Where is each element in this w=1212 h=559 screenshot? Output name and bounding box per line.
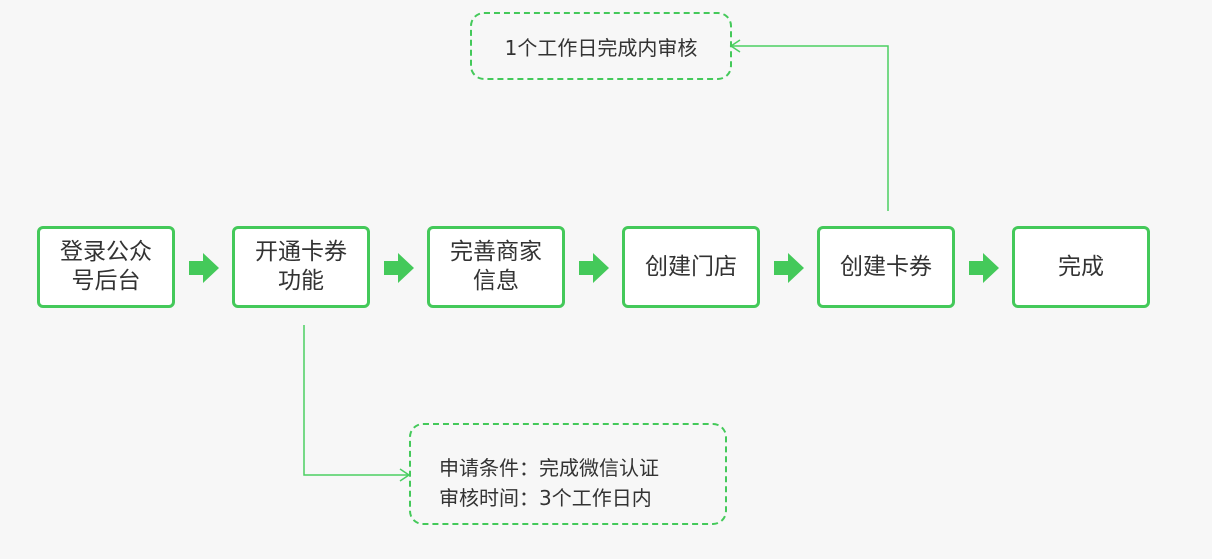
arrow-right-icon <box>969 253 999 283</box>
step-label: 完成 <box>1058 253 1104 280</box>
arrow-right-icon <box>384 253 414 283</box>
step-create-card-coupon: 创建卡券 <box>817 226 955 308</box>
step-label: 开通卡券功能 <box>255 239 347 294</box>
connector-to-review-note <box>732 45 889 211</box>
review-time-text: 1个工作日完成内审核 <box>504 35 698 60</box>
step-login-backend: 登录公众号后台 <box>37 226 175 308</box>
application-condition-text: 申请条件：完成微信认证 <box>439 456 659 480</box>
step-create-store: 创建门店 <box>622 226 760 308</box>
application-condition-note: 申请条件：完成微信认证 审核时间：3个工作日内 <box>409 423 727 525</box>
step-done: 完成 <box>1012 226 1150 308</box>
review-duration-text: 审核时间：3个工作日内 <box>439 486 652 510</box>
step-complete-merchant-info: 完善商家信息 <box>427 226 565 308</box>
review-time-note: 1个工作日完成内审核 <box>470 12 732 80</box>
arrow-right-icon <box>774 253 804 283</box>
connector-to-condition-note <box>303 325 408 476</box>
step-label: 创建门店 <box>645 253 737 280</box>
step-label: 创建卡券 <box>840 253 932 280</box>
step-enable-card-coupon: 开通卡券功能 <box>232 226 370 308</box>
step-label: 登录公众号后台 <box>60 239 152 294</box>
arrow-right-icon <box>579 253 609 283</box>
step-label: 完善商家信息 <box>450 239 542 294</box>
arrow-right-icon <box>189 253 219 283</box>
